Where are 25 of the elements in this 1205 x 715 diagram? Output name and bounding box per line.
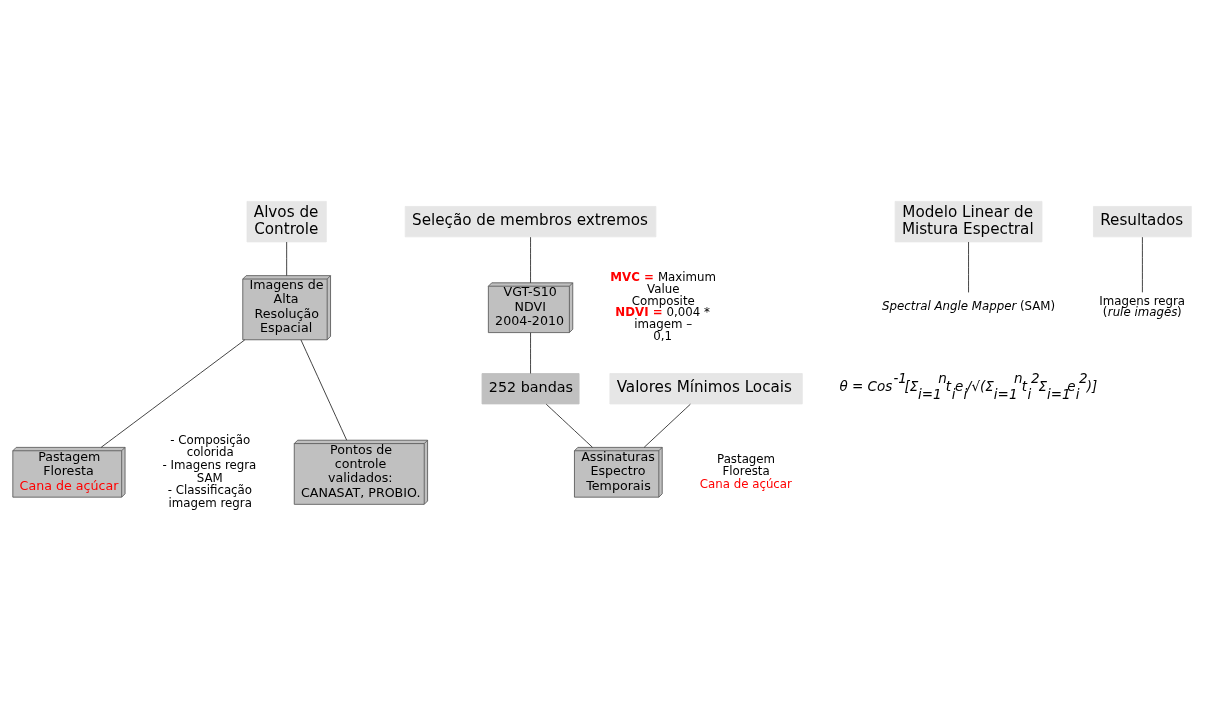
node-label: - Composição colorida bbox=[170, 432, 251, 460]
node-text: Imagens regra (rule images) bbox=[1099, 293, 1186, 320]
connector bbox=[530, 236, 531, 284]
connector bbox=[300, 339, 348, 441]
node-label: NDVI = 0,004 * imagem – 0,1 bbox=[615, 305, 710, 343]
node-label: MVC = Maximum Value Composite bbox=[610, 269, 717, 308]
node-label: Cana de açúcar bbox=[699, 477, 792, 492]
node-box: 252 bandas bbox=[481, 373, 580, 405]
node-box: Resultados bbox=[1093, 206, 1192, 238]
connector bbox=[1141, 236, 1143, 293]
node-box: Valores Mínimos Locais bbox=[609, 373, 803, 405]
connector bbox=[545, 403, 593, 448]
connector bbox=[286, 241, 288, 276]
connector bbox=[968, 241, 969, 293]
node-label: - Imagens regra SAM bbox=[162, 458, 257, 485]
node-box: Modelo Linear de Mistura Espectral bbox=[894, 200, 1043, 243]
node-label: - Classificação imagem regra bbox=[167, 483, 253, 511]
connector bbox=[100, 339, 246, 448]
node-label: Floresta bbox=[722, 464, 770, 479]
node-label: Pastagem bbox=[717, 451, 776, 466]
node-text: Spectral Angle Mapper (SAM) bbox=[882, 298, 1056, 313]
node-box: Seleção de membros extremos bbox=[404, 206, 657, 238]
node-box: Alvos de Controle bbox=[246, 200, 327, 243]
connector bbox=[530, 332, 531, 374]
connector bbox=[643, 403, 691, 448]
